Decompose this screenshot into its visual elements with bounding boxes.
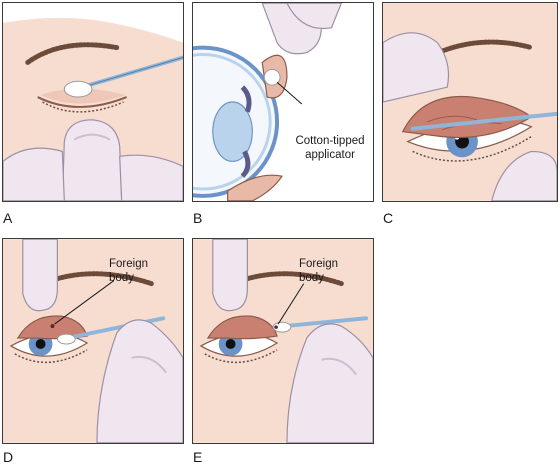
gloved-finger-top	[212, 239, 248, 312]
panel-d: Foreign body	[2, 238, 184, 444]
panel-e-label: E	[193, 449, 203, 465]
panel-a-illustration	[3, 3, 183, 201]
everted-lid	[206, 315, 278, 340]
callout-line-2: body	[299, 272, 324, 284]
panel-b-callout: Cotton-tipped applicator	[287, 134, 373, 162]
panel-c-label: C	[383, 210, 394, 226]
callout-leader	[277, 283, 305, 325]
panel-b-label: B	[193, 210, 203, 226]
callout-line-1: Foreign	[299, 258, 338, 270]
panel-a-label: A	[3, 210, 13, 226]
foreign-body-marker	[50, 324, 55, 329]
panel-c	[382, 2, 558, 202]
callout-leader	[54, 280, 115, 325]
gloved-thumb	[61, 119, 123, 201]
panel-e: Foreign body	[192, 238, 374, 444]
panel-e-illustration	[193, 239, 373, 443]
panel-c-illustration	[383, 3, 557, 201]
foreign-body-marker	[274, 325, 278, 329]
gloved-hand	[286, 323, 373, 443]
eyebrow	[25, 42, 120, 65]
cotton-tip	[63, 80, 93, 98]
callout-leader	[276, 81, 303, 105]
applicator-stick	[410, 111, 557, 131]
panel-e-callout: Foreign body	[299, 257, 359, 285]
callout-line-1: Foreign	[109, 258, 148, 270]
callout-line-2: body	[109, 272, 134, 284]
gloved-hand	[96, 319, 183, 443]
panel-d-callout: Foreign body	[109, 257, 169, 285]
callout-line-1: Cotton-tipped	[295, 135, 365, 147]
applicator-stick	[282, 316, 369, 329]
gloved-finger-top	[383, 32, 450, 103]
cotton-tip	[263, 68, 281, 86]
panel-b-illustration	[193, 3, 373, 201]
lens	[212, 101, 253, 162]
panel-d-label: D	[3, 449, 14, 465]
callout-line-2: applicator	[305, 149, 355, 161]
panel-d-illustration	[3, 239, 183, 443]
panel-a	[2, 2, 184, 202]
gloved-finger-top	[22, 239, 58, 312]
cotton-tip	[56, 333, 76, 345]
gloved-hand	[491, 150, 557, 201]
cotton-tip	[272, 321, 292, 333]
panel-b: Cotton-tipped applicator	[192, 2, 374, 202]
